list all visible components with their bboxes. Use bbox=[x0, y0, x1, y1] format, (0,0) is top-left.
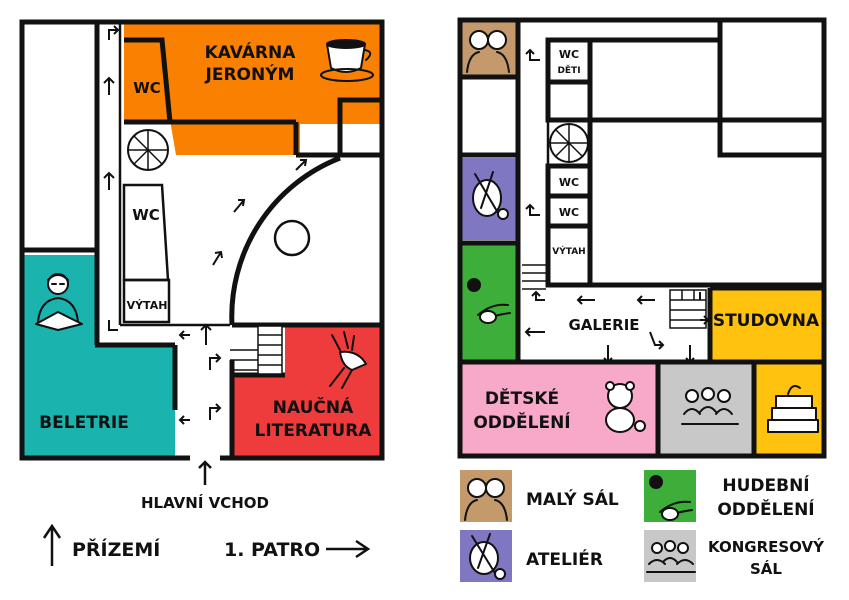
nonfiction-label-line1: NAUČNÁ bbox=[273, 396, 354, 418]
small-room bbox=[337, 97, 385, 158]
gallery-label: GALERIE bbox=[568, 316, 639, 334]
next-floor-label: 1. PATRO bbox=[224, 539, 320, 561]
cafe-room-lower bbox=[170, 120, 300, 155]
audience-icon bbox=[646, 540, 696, 573]
teddy-bear-icon bbox=[605, 381, 646, 433]
wc-children-label-line1: WC bbox=[559, 48, 579, 61]
music-room[interactable] bbox=[460, 243, 516, 360]
wc-label-top: WC bbox=[133, 79, 161, 97]
nonfiction-label-line2: LITERATURA bbox=[255, 421, 373, 441]
guitar-icon bbox=[649, 475, 693, 521]
ground-floor-indicator: PŘÍZEMÍ bbox=[42, 523, 160, 566]
legend: MALÝ SÁL HUDEBNÍ ODDĚLENÍ ATELIÉR bbox=[460, 470, 825, 582]
coffee-cup-icon bbox=[320, 39, 374, 82]
painter-palette-icon bbox=[472, 171, 509, 220]
legend-congress-label-line2: SÁL bbox=[750, 559, 782, 578]
legend-small-hall-label: MALÝ SÁL bbox=[526, 488, 619, 510]
legend-music-label-line2: ODDĚLENÍ bbox=[717, 498, 814, 520]
next-floor-indicator[interactable]: 1. PATRO bbox=[224, 539, 371, 561]
elevator-label: VÝTAH bbox=[552, 245, 585, 257]
legend-small-hall[interactable]: MALÝ SÁL bbox=[460, 470, 619, 522]
stairs bbox=[230, 325, 283, 375]
wc-label-b: WC bbox=[559, 206, 579, 219]
books-stack-icon bbox=[767, 385, 819, 433]
legend-studio-label: ATELIÉR bbox=[526, 548, 603, 570]
atrium-curve bbox=[229, 155, 341, 326]
couple-icon bbox=[464, 478, 508, 521]
fiction-label: BELETRIE bbox=[39, 413, 129, 433]
guitar-icon bbox=[467, 278, 511, 324]
audience-icon bbox=[681, 387, 739, 425]
column-circle bbox=[273, 219, 311, 257]
legend-music-label-line1: HUDEBNÍ bbox=[722, 474, 809, 496]
cafe-label-line1: KAVÁRNA bbox=[205, 41, 297, 63]
fiction-room[interactable] bbox=[22, 255, 175, 458]
children-label-line1: DĚTSKÉ bbox=[485, 387, 559, 409]
small-hall-room[interactable] bbox=[460, 20, 516, 75]
route-arrows bbox=[524, 48, 710, 364]
study-room-label: STUDOVNA bbox=[713, 311, 820, 331]
wc-children-label-line2: DĚTI bbox=[557, 64, 580, 76]
entrance-gap bbox=[190, 452, 220, 462]
painter-palette-icon bbox=[469, 533, 506, 580]
congress-room[interactable] bbox=[658, 364, 754, 456]
spiral-stairs bbox=[549, 123, 589, 163]
legend-congress-label-line1: KONGRESOVÝ bbox=[708, 537, 825, 556]
reader-icon bbox=[35, 273, 83, 331]
ground-floor-label: PŘÍZEMÍ bbox=[72, 538, 160, 561]
elevator-label: VÝTAH bbox=[127, 299, 168, 312]
wc-label-a: WC bbox=[559, 176, 579, 189]
legend-music[interactable]: HUDEBNÍ ODDĚLENÍ bbox=[644, 470, 815, 522]
room bbox=[587, 117, 827, 288]
wc-block bbox=[122, 183, 170, 282]
wc-label-mid: WC bbox=[132, 206, 160, 224]
room bbox=[545, 79, 593, 123]
route-arrows bbox=[103, 25, 308, 485]
spiral-stairs bbox=[127, 129, 169, 171]
room bbox=[717, 17, 827, 158]
thinker-icon bbox=[329, 331, 367, 389]
children-label-line2: ODDĚLENÍ bbox=[473, 411, 570, 433]
elevator-block bbox=[122, 278, 171, 324]
legend-studio[interactable]: ATELIÉR bbox=[460, 530, 603, 582]
wall bbox=[124, 37, 173, 125]
legend-congress[interactable]: KONGRESOVÝ SÁL bbox=[644, 530, 825, 582]
room bbox=[587, 37, 723, 123]
cafe-label-line2: JERONÝM bbox=[205, 63, 295, 85]
couple-icon bbox=[466, 30, 510, 73]
main-entrance-label: HLAVNÍ VCHOD bbox=[141, 493, 269, 512]
